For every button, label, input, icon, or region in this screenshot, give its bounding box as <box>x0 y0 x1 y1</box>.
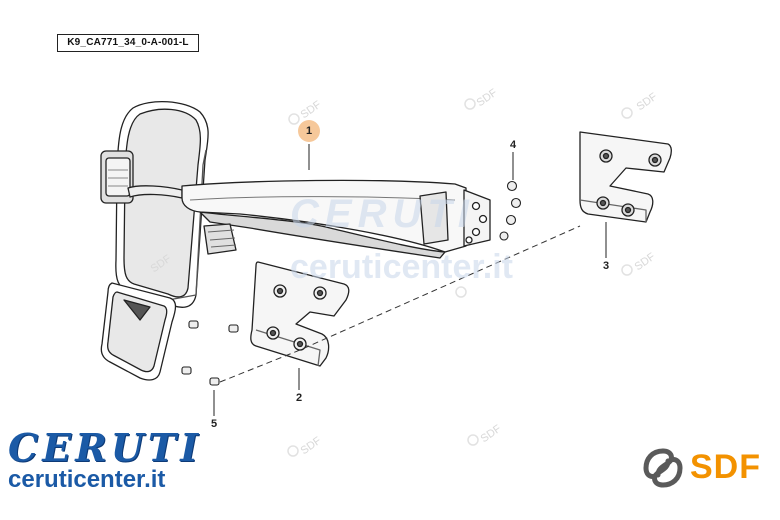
callout-5[interactable]: 5 <box>210 418 218 430</box>
drawing-code-label: K9_CA771_34_0-A-001-L <box>57 34 199 52</box>
bracket-plate-3 <box>579 131 672 223</box>
watermark-site: ceruticenter.it <box>290 248 513 286</box>
sdf-logo: SDF <box>690 448 761 486</box>
callout-1[interactable]: 1 <box>305 125 313 137</box>
dealer-logo: CERUTI <box>8 425 202 470</box>
leader-lines <box>213 144 607 416</box>
mirror-arm <box>127 179 491 259</box>
dealer-site: ceruticenter.it <box>8 466 166 493</box>
dealer-branding: CERUTI ceruticenter.it <box>8 428 248 494</box>
screws-4 <box>499 180 522 241</box>
sdf-swirl-icon <box>643 448 683 488</box>
watermark-logo: CERUTI <box>290 192 475 236</box>
callout-3[interactable]: 3 <box>602 260 610 272</box>
callout-1-highlight <box>298 120 320 142</box>
assembly-dash-line <box>219 225 581 383</box>
screws-5 <box>181 320 239 386</box>
bracket-plate-2 <box>250 261 350 367</box>
mirror-head <box>100 100 209 381</box>
callout-2[interactable]: 2 <box>295 392 303 404</box>
callout-4[interactable]: 4 <box>509 139 517 151</box>
